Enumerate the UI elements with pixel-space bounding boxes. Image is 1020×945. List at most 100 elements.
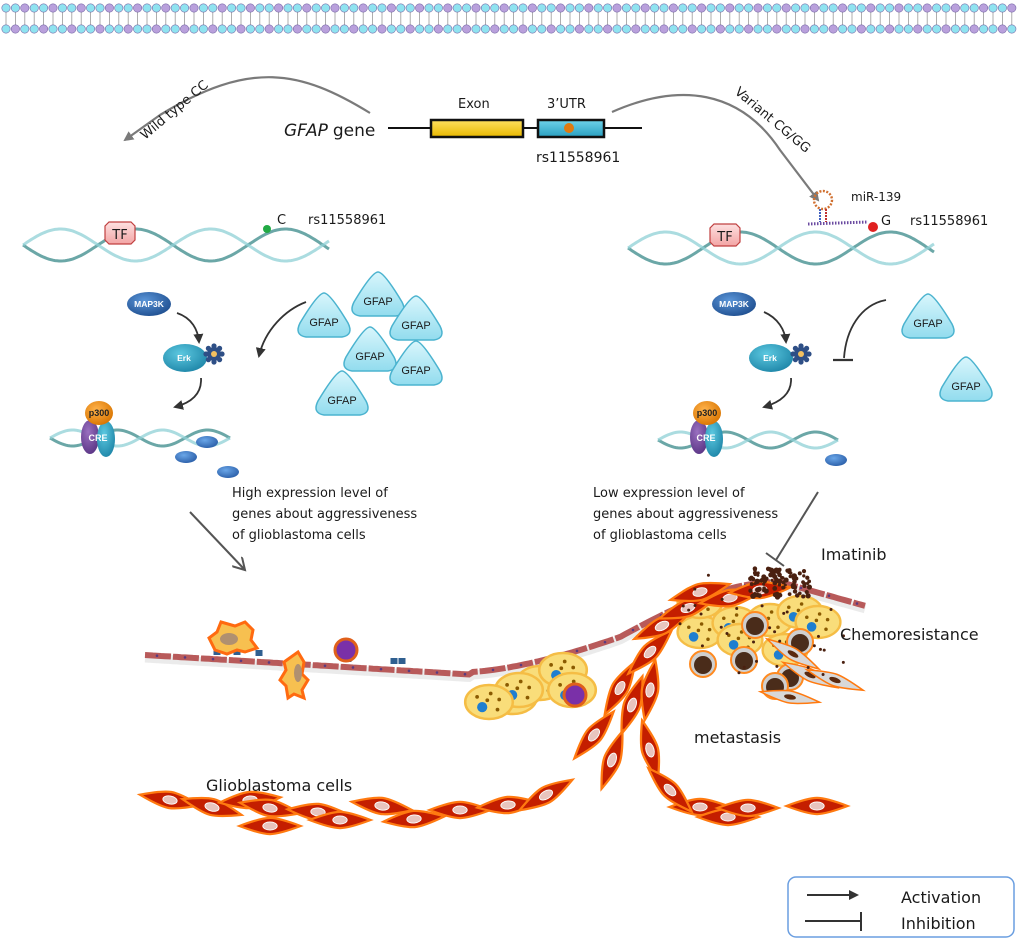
imatinib-particle (792, 589, 798, 594)
lipid-head (1007, 24, 1017, 34)
lipid-head (151, 24, 161, 34)
lipid-head (86, 24, 96, 34)
lipid-head (104, 3, 114, 13)
legend-inhibition-label: Inhibition (901, 914, 976, 933)
lipid-head (471, 24, 481, 34)
imatinib-particle (805, 581, 810, 586)
lipid-head (838, 3, 848, 13)
lipid-head (255, 24, 265, 34)
imatinib-particle (770, 578, 774, 582)
imatinib-particle (805, 593, 811, 599)
lipid-head (687, 24, 697, 34)
lipid-head (556, 24, 566, 34)
imatinib-particle (782, 611, 786, 615)
lipid-head (546, 24, 556, 34)
lipid-head (198, 24, 208, 34)
gfap-label: GFAP (363, 296, 392, 308)
resistant-cell (730, 646, 758, 674)
cre-protein (690, 420, 708, 454)
imatinib-particle (720, 597, 724, 601)
right-outcome-text: Low expression level of genes about aggr… (593, 486, 782, 543)
lipid-head (396, 3, 406, 13)
imatinib-particle (756, 571, 760, 575)
imatinib-particle (761, 578, 766, 582)
imatinib-particle (748, 588, 753, 593)
lipid-head (950, 3, 960, 13)
lipid-head (556, 3, 566, 13)
lipid-head (462, 24, 472, 34)
lipid-head (565, 3, 575, 13)
phosphate-icon (203, 343, 225, 365)
imatinib-particle (687, 608, 691, 612)
gfap-protein: GFAP (297, 292, 351, 338)
left-outcome-text: High expression level of genes about agg… (232, 486, 421, 543)
activation-arrow (176, 312, 204, 344)
lipid-head (866, 3, 876, 13)
gfap-shape (939, 356, 993, 402)
imatinib-particle (753, 572, 757, 577)
wild-type-label: Wild type CC (138, 78, 212, 143)
lipid-head (593, 24, 603, 34)
lipid-head (424, 24, 434, 34)
lipid-head (509, 3, 519, 13)
lipid-head (236, 24, 246, 34)
lipid-head (321, 3, 331, 13)
lipid-head (292, 3, 302, 13)
lipid-head (198, 3, 208, 13)
lipid-head (321, 24, 331, 34)
lipid-head (443, 24, 453, 34)
lipid-head (678, 24, 688, 34)
lipid-head (170, 3, 180, 13)
cell-cluster (137, 575, 866, 836)
lipid-head (762, 24, 772, 34)
imatinib-particle (773, 567, 780, 574)
imatinib-particle (775, 664, 779, 668)
variant-branch-arrow (611, 94, 820, 202)
lipid-head (29, 3, 39, 13)
lipid-head (678, 3, 688, 13)
imatinib-particle (772, 586, 778, 591)
lipid-head (791, 3, 801, 13)
lipid-head (330, 24, 340, 34)
transcript-blob (825, 454, 847, 466)
gfap-protein: GFAP (901, 293, 955, 339)
endothelial-nucleus (155, 654, 159, 658)
right-outcome-inhibition (765, 491, 819, 567)
lipid-head (603, 3, 613, 13)
right-panel-variant: TF miR-139 G rs11558961 MAP3K Erk (593, 189, 993, 567)
lipid-head (932, 3, 942, 13)
gfap-shape (343, 326, 397, 372)
imatinib-particle (749, 582, 754, 587)
lipid-head (659, 3, 669, 13)
lipid-head (809, 24, 819, 34)
resistant-cell (689, 650, 717, 678)
svg-text:TF: TF (111, 228, 127, 243)
endothelial-nucleus (855, 602, 859, 605)
lipid-head (913, 24, 923, 34)
lipid-head (753, 24, 763, 34)
receptor-icon (255, 650, 263, 656)
lipid-head (264, 24, 274, 34)
lipid-head (997, 24, 1007, 34)
lipid-head (922, 24, 932, 34)
left-outcome-arrow (189, 511, 245, 570)
lipid-head (903, 24, 913, 34)
lipid-head (969, 24, 979, 34)
lipid-head (518, 3, 528, 13)
endothelial-nucleus (407, 669, 411, 673)
gfap-protein: GFAP (389, 340, 443, 386)
imatinib-particle (788, 571, 793, 575)
imatinib-particles (678, 566, 845, 676)
lipid-head (471, 3, 481, 13)
lipid-bilayer-membrane (1, 3, 1017, 34)
endothelial-nucleus (351, 666, 355, 669)
lipid-head (650, 3, 660, 13)
imatinib-particle (788, 574, 793, 579)
lipid-head (772, 3, 782, 13)
variant-label: Variant CG/GG (731, 85, 813, 157)
endothelial-nucleus (379, 667, 383, 671)
endothelial-nucleus (575, 649, 579, 653)
svg-text:TF: TF (716, 230, 732, 245)
imatinib-particle (768, 567, 772, 571)
